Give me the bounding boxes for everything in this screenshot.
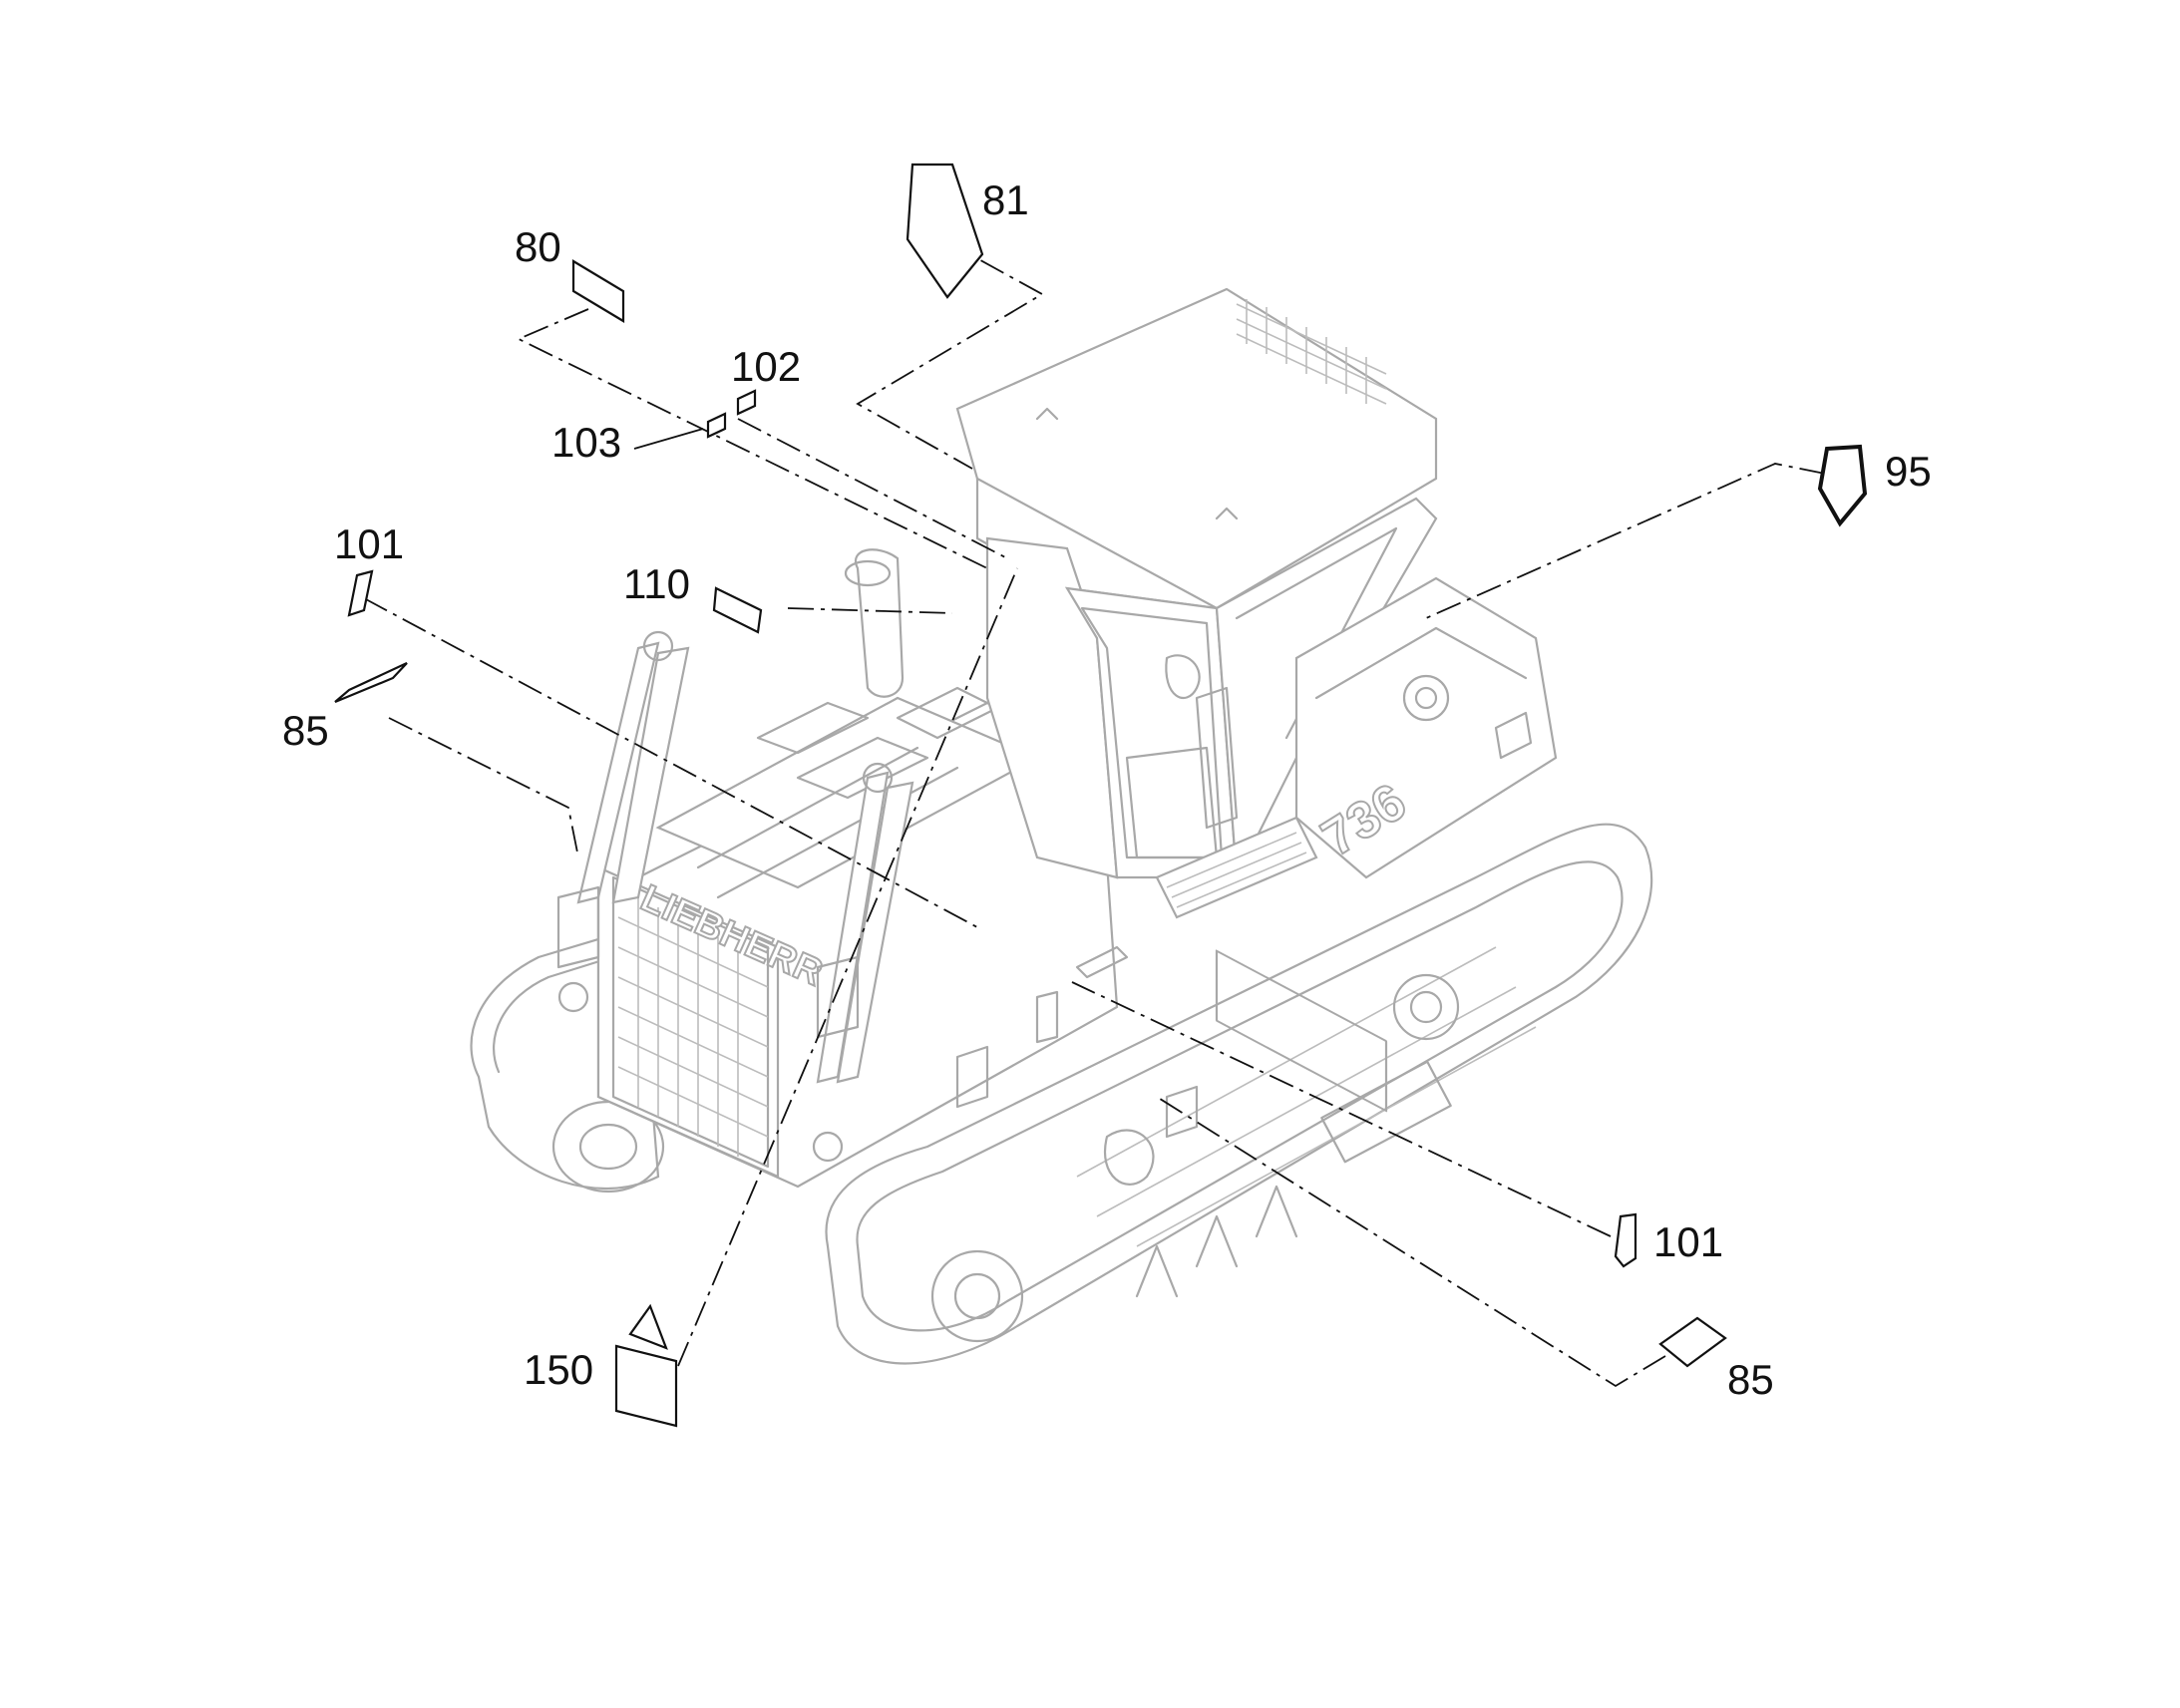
decal-95 — [1817, 444, 1868, 527]
callout-85-left: 85 — [282, 707, 329, 754]
right-track — [825, 823, 1653, 1365]
decal-103 — [706, 412, 727, 439]
decal-110 — [712, 586, 763, 634]
callout-102: 102 — [731, 343, 801, 390]
callout-labels: 80 81 102 103 95 101 110 85 101 85 150 — [282, 176, 1932, 1403]
callout-101-left: 101 — [334, 520, 404, 567]
callout-101-right: 101 — [1653, 1218, 1723, 1265]
decal-85-left — [334, 662, 408, 704]
decal-85-right — [1658, 1316, 1727, 1368]
decal-101-left — [347, 569, 374, 617]
decal-101-right — [1614, 1212, 1637, 1268]
callout-103: 103 — [551, 419, 621, 466]
radiator-grille: LIEBHERR — [596, 865, 830, 1179]
decal-150 — [614, 1303, 678, 1428]
rear-body: 736 — [1155, 576, 1558, 919]
operator-cab — [955, 287, 1438, 1113]
callout-80: 80 — [515, 223, 561, 270]
callout-95: 95 — [1885, 448, 1932, 495]
callout-81: 81 — [982, 176, 1029, 223]
callout-85-right: 85 — [1727, 1356, 1774, 1403]
decal-102 — [736, 389, 757, 416]
decal-81 — [906, 163, 984, 299]
callout-110: 110 — [623, 560, 690, 607]
callout-150: 150 — [524, 1346, 593, 1393]
decal-80 — [571, 259, 625, 323]
crawler-dozer-illustration: LIEBHERR — [470, 287, 1653, 1365]
decals — [334, 163, 1868, 1428]
leader-lines — [363, 238, 1826, 1388]
roof-vent — [1236, 299, 1387, 405]
